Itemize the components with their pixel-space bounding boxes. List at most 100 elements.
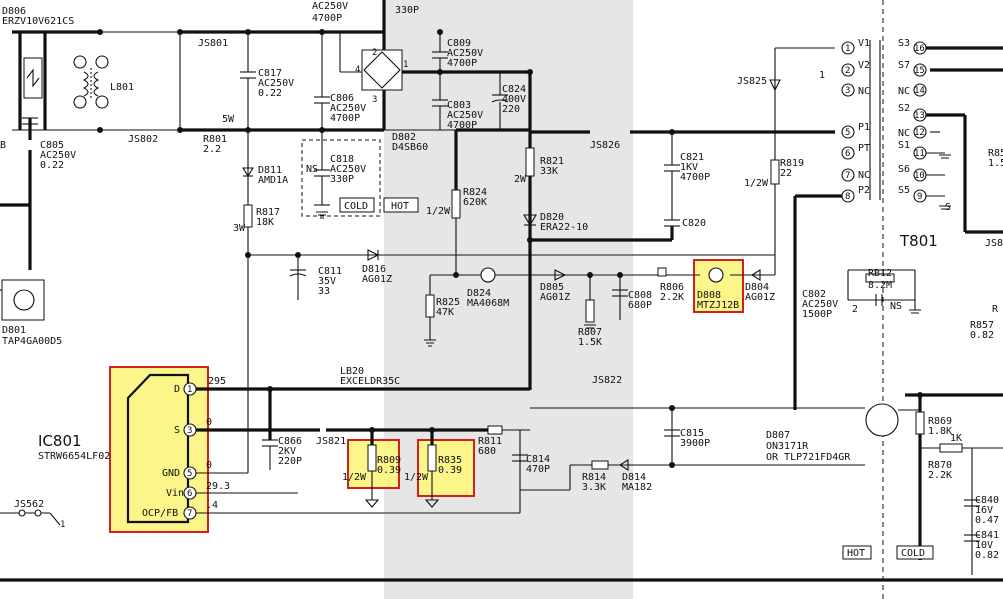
label-r819-v: 22: [780, 168, 792, 179]
label-nc3: NC: [898, 86, 910, 97]
label-rb12-v: 8.2M: [868, 280, 892, 291]
label-r819-w: 1/2W: [744, 178, 769, 189]
label-c805: C805: [40, 140, 64, 151]
label-c821: C821: [680, 152, 704, 163]
label-js822: JS822: [592, 375, 622, 386]
label-d808-part: MTZJ12B: [697, 300, 739, 311]
label-p3: 3: [187, 426, 192, 436]
line-filter: [0, 0, 533, 390]
label-l801: L801: [110, 82, 134, 93]
label-c802-v: AC250V: [802, 299, 838, 310]
label-v0a: 0: [206, 417, 212, 428]
label-d824: D824: [467, 288, 491, 299]
label-c817-c: 0.22: [258, 88, 282, 99]
label-d806: D806: [2, 6, 26, 17]
label-s: S: [945, 202, 951, 213]
label-nc2: NC: [858, 170, 870, 181]
label-n5: 5: [845, 128, 850, 138]
label-p7: 7: [187, 509, 192, 519]
label-r814-v: 3.3K: [582, 482, 606, 493]
label-c811-v: 35V: [318, 276, 336, 287]
label-s1: S1: [898, 140, 910, 151]
d807-optocoupler: [865, 392, 1003, 575]
label-bridge-1: 1: [403, 60, 408, 70]
label-p5: 5: [187, 469, 192, 479]
label-r809: R809: [377, 455, 401, 466]
label-c808: C808: [628, 290, 652, 301]
label-c821-v: 1KV: [680, 162, 698, 173]
label-c803-c: 4700P: [447, 120, 477, 131]
label-d808: D808: [697, 290, 721, 301]
cold-badge-box: [896, 545, 934, 560]
label-c821-c: 4700P: [680, 172, 710, 183]
label-d806-part: ERZV10V621CS: [2, 16, 74, 27]
label-r85-v: 1.5: [988, 158, 1003, 169]
label-s5: S5: [898, 185, 910, 196]
label-r870-v: 2.2K: [928, 470, 952, 481]
label-r806-v: 2.2K: [660, 292, 684, 303]
label-d804: D804: [745, 282, 769, 293]
label-c841: C841: [975, 530, 999, 541]
label-r-partial: R: [992, 304, 999, 315]
label-v293: 29.3: [206, 481, 230, 492]
label-n10: 10: [914, 171, 925, 181]
label-r801: R801: [203, 134, 227, 145]
label-r825-v: 47K: [436, 307, 454, 318]
label-s2: S2: [898, 103, 910, 114]
label-n16: 16: [914, 44, 925, 54]
label-r821: R821: [540, 156, 564, 167]
label-n7: 7: [845, 171, 850, 181]
label-c818-v: AC250V: [330, 164, 366, 175]
label-d816-part: AG01Z: [362, 274, 392, 285]
label-r835: R835: [438, 455, 462, 466]
label-cold2: COLD: [901, 548, 925, 559]
label-d811-part: AMD1A: [258, 175, 288, 186]
hot-badge-box: [842, 545, 872, 560]
label-r801-w: 5W: [222, 114, 235, 125]
label-r806: R806: [660, 282, 684, 293]
label-hot: HOT: [391, 201, 409, 212]
label-cold: COLD: [344, 201, 368, 212]
label-c866-c: 220P: [278, 456, 302, 467]
label-c840: C840: [975, 495, 999, 506]
label-d802: D802: [392, 132, 416, 143]
label-r857: R857: [970, 320, 994, 331]
label-c824-c: 220: [502, 104, 520, 115]
label-r870: R870: [928, 460, 952, 471]
label-b: B: [0, 140, 6, 151]
js562-jumper: [0, 509, 61, 526]
label-c815-c: 3900P: [680, 438, 710, 449]
label-330p: 330P: [395, 5, 419, 16]
label-r817-w: 3W: [233, 223, 246, 234]
label-d804-part: AG01Z: [745, 292, 775, 303]
label-nc4: NC: [898, 128, 910, 139]
label-c820: C820: [682, 218, 706, 229]
label-c805-v: AC250V: [40, 150, 76, 161]
label-r835-w: 1/2W: [404, 472, 429, 483]
label-d811: D811: [258, 165, 282, 176]
label-c815: C815: [680, 428, 704, 439]
label-r821-v: 33K: [540, 166, 558, 177]
label-hot2: HOT: [847, 548, 865, 559]
label-r870-w: 1K: [950, 433, 962, 444]
label-c841-c: 0.82: [975, 550, 999, 561]
label-c807-c: 4700P: [312, 13, 342, 24]
label-v2: V2: [858, 60, 870, 71]
label-c824-v: 400V: [502, 94, 526, 105]
label-js801: JS801: [198, 38, 228, 49]
label-v295: 295: [208, 376, 226, 387]
label-js821: JS821: [316, 436, 346, 447]
label-pin-d: D: [174, 384, 180, 395]
label-d816: D816: [362, 264, 386, 275]
label-js826: JS826: [590, 140, 620, 151]
label-ic801: IC801: [38, 432, 82, 450]
label-p1: 1: [187, 385, 192, 395]
label-js825: JS825: [737, 76, 767, 87]
ic801-chip: [126, 373, 865, 524]
label-d807-part: ON3171R: [766, 441, 809, 452]
label-pin-gnd: GND: [162, 468, 180, 479]
label-v4: .4: [206, 500, 218, 511]
label-r807: R807: [578, 327, 602, 338]
label-p6: 6: [187, 489, 192, 499]
